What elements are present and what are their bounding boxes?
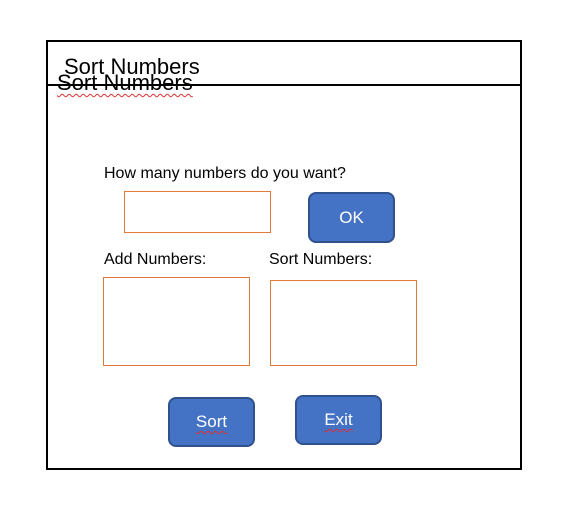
sort-numbers-window: Sort Numbers: [46, 40, 522, 470]
sort-button-label: Sort: [195, 412, 228, 431]
count-input[interactable]: [124, 191, 271, 233]
sort-numbers-textarea[interactable]: [270, 280, 417, 366]
exit-button-label: Exit: [324, 410, 353, 429]
sort-numbers-label: Sort Numbers:: [269, 251, 373, 268]
count-prompt-label: How many numbers do you want?: [104, 165, 346, 182]
add-numbers-label: Add Numbers:: [104, 251, 207, 268]
form-heading: Sort Numbers: [57, 70, 193, 96]
window-title: Sort Numbers: [64, 54, 200, 79]
add-numbers-textarea[interactable]: [103, 277, 250, 366]
exit-button[interactable]: Exit: [295, 395, 382, 445]
ok-button-label: OK: [339, 207, 364, 227]
form-heading-text: Sort Numbers: [57, 70, 193, 95]
sort-button[interactable]: Sort: [168, 397, 255, 447]
ok-button[interactable]: OK: [308, 192, 395, 243]
window-titlebar: Sort Numbers: [48, 42, 520, 86]
